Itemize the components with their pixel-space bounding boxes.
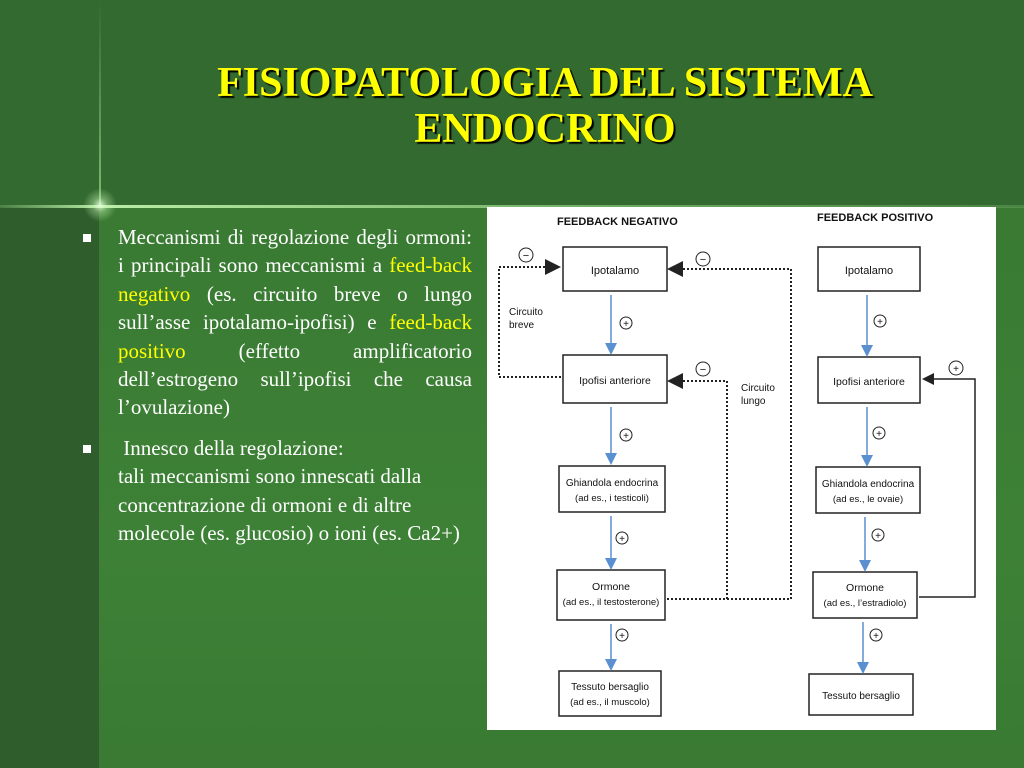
- svg-text:Ormone: Ormone: [592, 581, 630, 593]
- svg-text:−: −: [523, 250, 529, 262]
- svg-text:Ipotalamo: Ipotalamo: [845, 265, 893, 277]
- svg-text:Ipofisi anteriore: Ipofisi anteriore: [833, 376, 905, 388]
- pos-loop-plus-icon: [948, 360, 964, 376]
- pos-box-pituitary: Ipofisi anteriore: [817, 356, 921, 404]
- decorative-vertical-line: [99, 0, 101, 207]
- svg-text:Ghiandola endocrina: Ghiandola endocrina: [822, 479, 915, 490]
- svg-text:Tessuto bersaglio: Tessuto bersaglio: [571, 682, 649, 693]
- neg-box-hormone: Ormone (ad es., il testosterone): [556, 569, 666, 621]
- svg-text:Ipotalamo: Ipotalamo: [591, 265, 639, 277]
- bullet-1-highlight-negative: feed-back negativo: [118, 253, 472, 306]
- bullet-item-trigger: Innesco della regolazione: tali meccanis…: [76, 434, 472, 548]
- slide-title: FISIOPATOLOGIA DEL SISTEMA ENDOCRINO: [110, 60, 980, 152]
- svg-text:Ormone: Ormone: [846, 582, 884, 594]
- pos-feedback-loop: [919, 373, 976, 598]
- bullet-2-heading: Innesco della regolazione:: [118, 435, 344, 460]
- title-line-1: FISIOPATOLOGIA DEL SISTEMA: [217, 60, 873, 106]
- svg-text:Ghiandola endocrina: Ghiandola endocrina: [566, 478, 659, 489]
- pos-box-gland: Ghiandola endocrina (ad es., le ovaie): [815, 466, 921, 514]
- bullet-1-text-c: (effetto amplificatorio dell’estrogeno s…: [118, 338, 472, 420]
- positive-feedback-title: FEEDBACK POSITIVO: [817, 212, 934, 224]
- svg-text:+: +: [877, 317, 883, 328]
- long-loop-label-1: Circuito: [741, 383, 775, 394]
- bullet-item-feedback: Meccanismi di regolazione degli ormoni: …: [76, 223, 472, 422]
- neg-box-gland: Ghiandola endocrina (ad es., i testicoli…: [558, 465, 666, 513]
- short-loop-label-1: Circuito: [509, 307, 543, 318]
- svg-text:(ad es., il muscolo): (ad es., il muscolo): [570, 697, 650, 708]
- svg-text:+: +: [873, 631, 879, 642]
- bullet-square-icon: [83, 444, 91, 453]
- neg-plus-signs: + + + +: [615, 316, 633, 642]
- negative-feedback-title: FEEDBACK NEGATIVO: [557, 216, 678, 228]
- neg-box-target-tissue: Tessuto bersaglio (ad es., il muscolo): [558, 670, 662, 717]
- decorative-horizontal-line: [0, 205, 1024, 208]
- svg-text:+: +: [619, 631, 625, 642]
- neg-box-hypothalamus: Ipotalamo: [562, 246, 668, 292]
- pos-box-hormone: Ormone (ad es., l’estradiolo): [812, 571, 918, 619]
- svg-text:+: +: [623, 319, 629, 330]
- long-loop-label-2: lungo: [741, 396, 766, 407]
- bullet-1-highlight-positive: feed-back positivo: [118, 310, 472, 363]
- svg-text:+: +: [953, 364, 959, 375]
- svg-text:+: +: [875, 531, 881, 542]
- title-band: [0, 0, 1024, 207]
- svg-text:+: +: [623, 431, 629, 442]
- short-loop-label-2: breve: [509, 320, 534, 331]
- pos-plus-signs: + + + +: [869, 314, 887, 642]
- svg-text:−: −: [700, 254, 706, 266]
- svg-text:Ipofisi anteriore: Ipofisi anteriore: [579, 375, 651, 387]
- neg-box-pituitary: Ipofisi anteriore: [562, 354, 668, 404]
- svg-text:Tessuto bersaglio: Tessuto bersaglio: [822, 691, 900, 702]
- svg-text:−: −: [700, 364, 706, 376]
- svg-text:+: +: [876, 429, 882, 440]
- svg-text:(ad es., i testicoli): (ad es., i testicoli): [575, 493, 649, 504]
- short-loop-minus-icon: [518, 247, 534, 263]
- svg-text:+: +: [619, 534, 625, 545]
- bullet-2-body: tali meccanismi sono innescati dalla con…: [118, 464, 460, 546]
- feedback-diagram: FEEDBACK NEGATIVO Ipotalamo Ipofisi ante…: [487, 207, 996, 730]
- pos-box-hypothalamus: Ipotalamo: [817, 246, 921, 292]
- title-line-2: ENDOCRINO: [414, 106, 676, 152]
- svg-text:(ad es., il testosterone): (ad es., il testosterone): [563, 597, 660, 608]
- pos-stimulation-arrows: [857, 295, 873, 674]
- bullet-1-text-b: (es. circuito breve o lungo sull’asse ip…: [118, 281, 472, 335]
- bullet-square-icon: [83, 234, 91, 242]
- pos-box-target-tissue: Tessuto bersaglio: [808, 673, 914, 716]
- svg-text:(ad es., le ovaie): (ad es., le ovaie): [833, 494, 903, 505]
- bullet-1-text-a: Meccanismi di regolazione degli ormoni: …: [118, 225, 472, 278]
- long-loop-minus-icon-mid: [695, 361, 711, 377]
- decorative-glow: [83, 188, 117, 222]
- neg-long-loop: [667, 261, 792, 600]
- left-margin-band: [0, 207, 99, 768]
- long-loop-minus-icon-top: [695, 251, 711, 267]
- bullet-list: Meccanismi di regolazione degli ormoni: …: [76, 223, 472, 547]
- neg-short-loop: [498, 259, 561, 378]
- svg-text:(ad es., l’estradiolo): (ad es., l’estradiolo): [824, 598, 907, 609]
